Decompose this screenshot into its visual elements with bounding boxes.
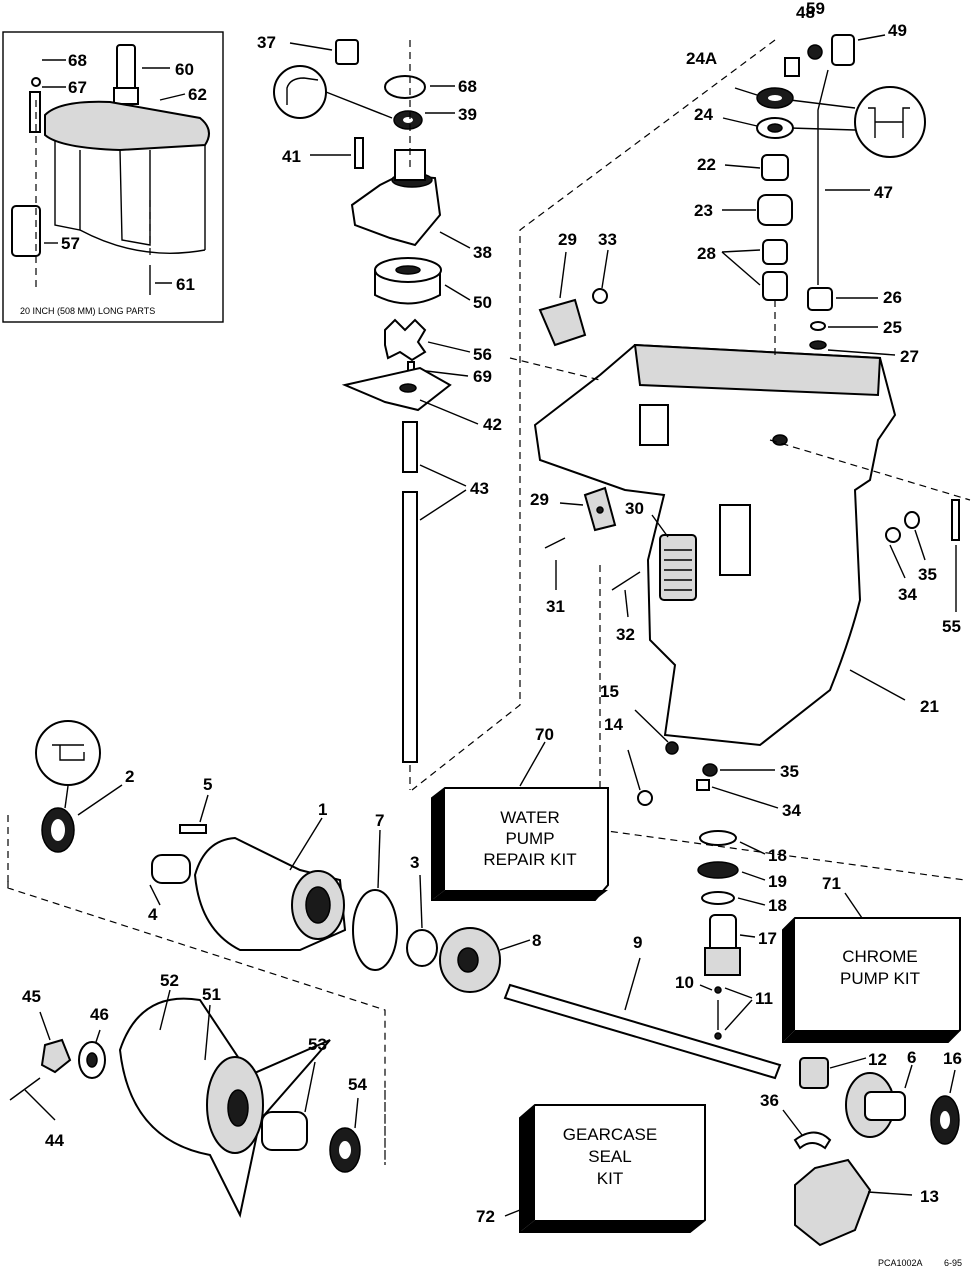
part-label: 57 — [61, 234, 80, 253]
gearcase-hardware — [538, 249, 966, 881]
part-label: 2 — [125, 767, 134, 786]
footer-code: PCA1002A — [878, 1258, 923, 1268]
part-label: 1 — [318, 800, 327, 819]
part-label: 34 — [782, 801, 801, 820]
part-label: 62 — [188, 85, 207, 104]
kit-line: GEARCASE — [563, 1125, 657, 1144]
part-label: 69 — [473, 367, 492, 386]
part-label: 27 — [900, 347, 919, 366]
part-label: 34 — [898, 585, 917, 604]
part-label: 24 — [694, 105, 713, 124]
part-label: 19 — [768, 872, 787, 891]
part-labels: 68 67 60 62 57 61 37 68 39 41 38 50 56 6… — [22, 0, 962, 1226]
kit-line: WATER — [500, 808, 560, 827]
part-label: 35 — [918, 565, 937, 584]
part-label: 5 — [203, 775, 212, 794]
part-label: 21 — [920, 697, 939, 716]
part-label: 60 — [175, 60, 194, 79]
part-label: 54 — [348, 1075, 367, 1094]
kit-line: KIT — [597, 1169, 623, 1188]
shift-rod-assembly — [411, 34, 926, 791]
kit-line: PUMP KIT — [840, 969, 920, 988]
part-label: 39 — [458, 105, 477, 124]
kit-line: SEAL — [588, 1147, 631, 1166]
part-label: 37 — [257, 33, 276, 52]
part-label: 26 — [883, 288, 902, 307]
part-label: 53 — [308, 1035, 327, 1054]
part-label: 4 — [148, 905, 158, 924]
kit-line: PUMP — [505, 829, 554, 848]
part-label: 38 — [473, 243, 492, 262]
part-label: 24A — [686, 49, 717, 68]
part-label: 48 — [796, 3, 815, 22]
part-label: 51 — [202, 985, 221, 1004]
part-label: 72 — [476, 1207, 495, 1226]
chrome-pump-kit: CHROME PUMP KIT — [782, 892, 961, 1043]
part-label: 18 — [768, 846, 787, 865]
part-label: 59 — [806, 0, 825, 18]
water-pump-assembly — [273, 39, 479, 790]
part-label: 61 — [176, 275, 195, 294]
part-label: 68 — [68, 51, 87, 70]
part-label: 68 — [458, 77, 477, 96]
part-label: 67 — [68, 78, 87, 97]
part-label: 9 — [633, 933, 642, 952]
footer-date: 6-95 — [944, 1258, 962, 1268]
part-label: 23 — [694, 201, 713, 220]
part-label: 46 — [90, 1005, 109, 1024]
part-label: 7 — [375, 811, 384, 830]
part-label: 70 — [535, 725, 554, 744]
part-label: 13 — [920, 1187, 939, 1206]
gearcase-housing — [509, 343, 971, 747]
part-label: 16 — [943, 1049, 962, 1068]
part-label: 71 — [822, 874, 841, 893]
part-label: 42 — [483, 415, 502, 434]
part-label: 45 — [22, 987, 41, 1006]
part-label: 43 — [470, 479, 489, 498]
part-label: 35 — [780, 762, 799, 781]
part-label: 3 — [410, 853, 419, 872]
inset-caption: 20 INCH (508 MM) LONG PARTS — [20, 306, 155, 316]
inset-long-parts: 20 INCH (508 MM) LONG PARTS — [2, 31, 224, 323]
part-label: 47 — [874, 183, 893, 202]
part-label: 31 — [546, 597, 565, 616]
water-pump-repair-kit: WATER PUMP REPAIR KIT — [431, 741, 609, 901]
part-label: 6 — [907, 1048, 916, 1067]
part-label: 50 — [473, 293, 492, 312]
part-label: 56 — [473, 345, 492, 364]
part-label: 49 — [888, 21, 907, 40]
part-label: 10 — [675, 973, 694, 992]
part-label: 36 — [760, 1091, 779, 1110]
part-label: 8 — [532, 931, 541, 950]
part-label: 11 — [755, 989, 773, 1008]
part-label: 44 — [45, 1131, 64, 1150]
part-label: 12 — [868, 1050, 887, 1069]
part-label: 22 — [697, 155, 716, 174]
part-label: 28 — [697, 244, 716, 263]
part-label: 33 — [598, 230, 617, 249]
gearcase-seal-kit: GEARCASE SEAL KIT — [504, 1104, 706, 1233]
kit-line: REPAIR KIT — [483, 850, 576, 869]
part-label: 14 — [604, 715, 623, 734]
propeller — [9, 989, 361, 1219]
kit-line: CHROME — [842, 947, 918, 966]
part-label: 55 — [942, 617, 961, 636]
part-label: 29 — [558, 230, 577, 249]
part-label: 17 — [758, 929, 777, 948]
part-label: 41 — [282, 147, 301, 166]
part-label: 15 — [600, 682, 619, 701]
propeller-shaft-assembly — [7, 720, 960, 1247]
part-label: 32 — [616, 625, 635, 644]
part-label: 29 — [530, 490, 549, 509]
part-label: 25 — [883, 318, 902, 337]
part-label: 18 — [768, 896, 787, 915]
part-label: 52 — [160, 971, 179, 990]
part-label: 30 — [625, 499, 644, 518]
